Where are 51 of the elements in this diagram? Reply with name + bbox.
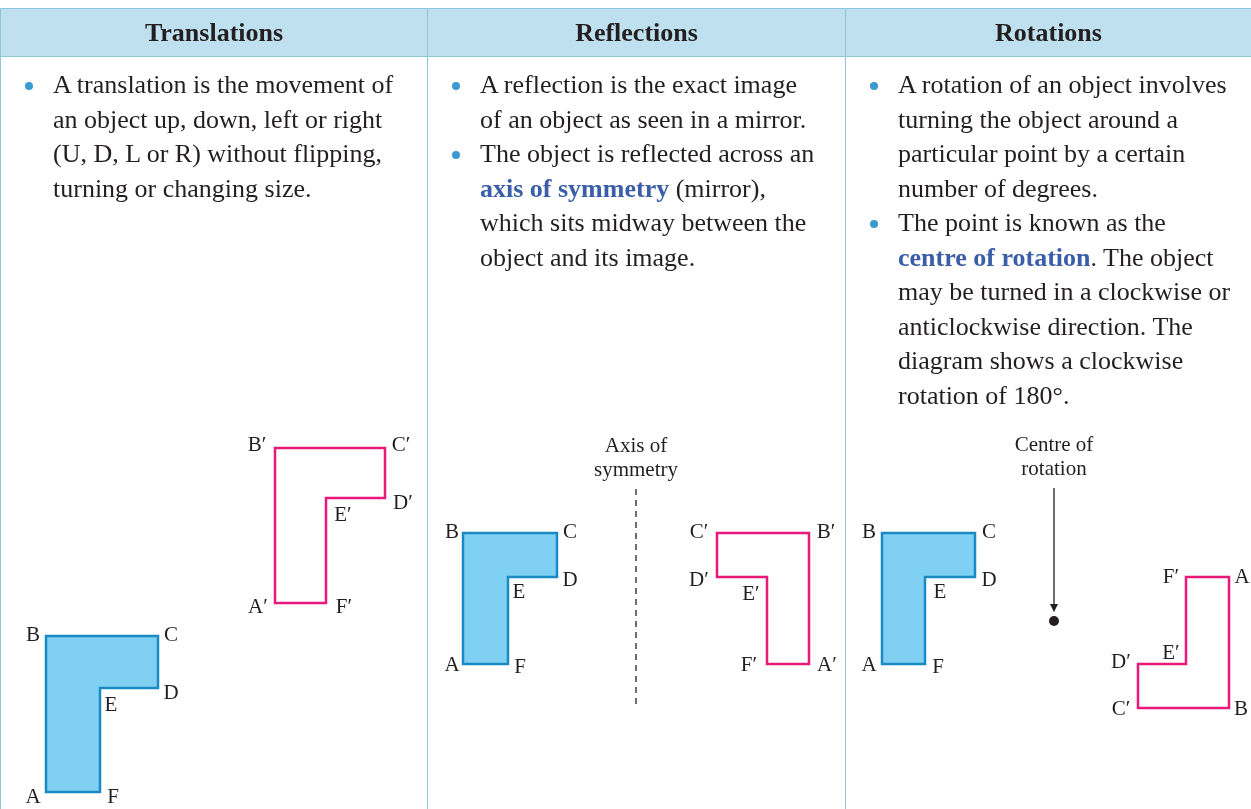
vertex-label: D bbox=[562, 567, 578, 591]
vertex-label: E′ bbox=[742, 581, 760, 605]
vertex-label: E′ bbox=[334, 502, 352, 526]
vertex-label: C′ bbox=[1111, 696, 1131, 720]
bullet-point: The object is reflected across an axis of symmetry (mirror), which sits midway between the object and its image. bbox=[480, 137, 825, 275]
vertex-label: D′ bbox=[1111, 649, 1131, 673]
vertex-label: D bbox=[981, 567, 997, 591]
vertex-label: B bbox=[445, 519, 459, 543]
bullet-point: A reflection is the exact image of an object as seen in a mirror. bbox=[480, 68, 825, 137]
vertex-label: C′ bbox=[391, 432, 411, 456]
table-column bbox=[845, 8, 1251, 809]
vertex-label: C bbox=[563, 519, 577, 543]
vertex-label: A′ bbox=[817, 652, 837, 676]
column-heading: Translations bbox=[1, 9, 427, 57]
vertex-label: A bbox=[25, 784, 41, 808]
column-heading: Rotations bbox=[846, 9, 1251, 57]
table-column bbox=[0, 8, 427, 809]
axis-caption: Axis of symmetry bbox=[593, 433, 679, 481]
vertex-label: F bbox=[107, 784, 119, 808]
vertex-label: B′ bbox=[247, 432, 267, 456]
bullet-point: A rotation of an object involves turning the object around a particular point by a certain number of degrees. bbox=[898, 68, 1231, 206]
centre-caption: Centre of rotation bbox=[989, 432, 1119, 480]
vertex-label: C bbox=[982, 519, 996, 543]
vertex-label: A bbox=[444, 652, 460, 676]
vertex-label: A bbox=[861, 652, 877, 676]
vertex-label: D′ bbox=[689, 567, 709, 591]
vertex-label: A′ bbox=[248, 594, 268, 618]
vertex-label: C bbox=[164, 622, 178, 646]
vertex-label: E′ bbox=[1162, 640, 1180, 664]
column-heading: Reflections bbox=[428, 9, 845, 57]
bullet-point: The point is known as the centre of rotation. The object may be turned in a clockwise or anticlockwise direction. The diagram shows a clockwise rotation of 180°. bbox=[898, 206, 1231, 413]
vertex-label: D bbox=[163, 680, 179, 704]
vertex-label: B′ bbox=[816, 519, 836, 543]
vertex-label: B bbox=[862, 519, 876, 543]
vertex-label: F bbox=[514, 654, 526, 678]
vertex-label: E bbox=[104, 692, 118, 716]
vertex-label: B bbox=[1234, 696, 1248, 720]
centre-point bbox=[1049, 616, 1059, 626]
vertex-label: F′ bbox=[1162, 564, 1180, 588]
vertex-label: C′ bbox=[689, 519, 709, 543]
arrow bbox=[1050, 487, 1058, 612]
vertex-label: B bbox=[26, 622, 40, 646]
vertex-label: F′ bbox=[335, 594, 353, 618]
table-column bbox=[427, 8, 845, 809]
vertex-label: D′ bbox=[393, 490, 413, 514]
vertex-label: E bbox=[933, 579, 947, 603]
vertex-label: A bbox=[1234, 564, 1250, 588]
vertex-label: E bbox=[512, 579, 526, 603]
vertex-label: F′ bbox=[740, 652, 758, 676]
vertex-label: F bbox=[932, 654, 944, 678]
bullet-point: A translation is the movement of an object up, down, left or right (U, D, L or R) without flipping, turning or changing size. bbox=[53, 68, 407, 206]
